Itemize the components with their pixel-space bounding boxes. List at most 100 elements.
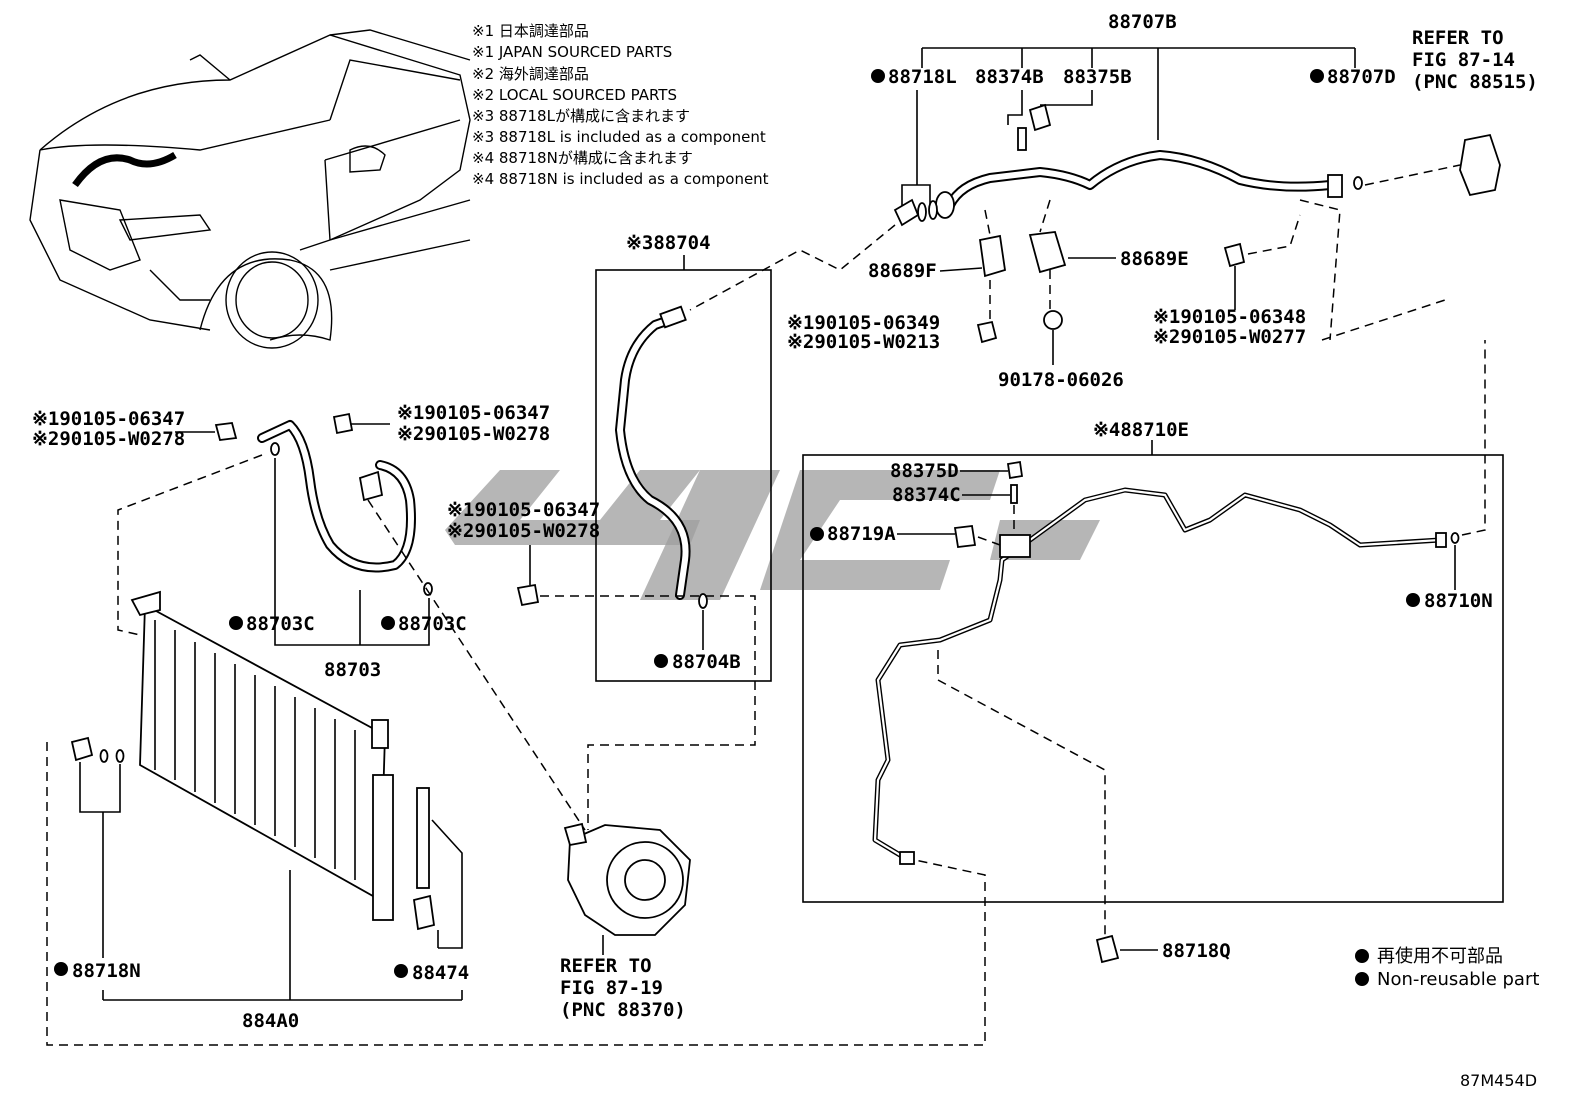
label-bolt-4-japan[interactable]: ※190105-06347 — [32, 408, 185, 430]
refer-fig-87-19-line2[interactable]: FIG 87-19 — [560, 977, 663, 999]
label-88374b[interactable]: 88374B — [975, 66, 1044, 88]
note-4: ※2 LOCAL SOURCED PARTS — [472, 86, 677, 104]
vehicle-illustration — [29, 29, 471, 349]
non-reusable-marker — [871, 69, 885, 83]
liquid-tube-box: ※488710E 88710N 88375D 88374C 88719A — [802, 340, 1504, 938]
bolt-part — [332, 412, 354, 435]
part-88718q-group: 88718Q — [1095, 934, 1231, 964]
label-88718n[interactable]: 88718N — [72, 960, 141, 982]
label-88474[interactable]: 88474 — [412, 962, 469, 984]
condenser-group: 88718N 88474 884A0 — [46, 590, 986, 1046]
note-5: ※3 88718Lが構成に含まれます — [472, 107, 690, 125]
note-2: ※1 JAPAN SOURCED PARTS — [472, 43, 672, 61]
legend-marker — [1355, 972, 1369, 986]
non-reusable-marker — [654, 654, 668, 668]
receiver-part — [1459, 133, 1501, 197]
label-884a0[interactable]: 884A0 — [242, 1010, 299, 1032]
discharge-hose-group: 88707B 88718L 88374B 88375B 88707D REFER… — [787, 11, 1538, 391]
label-88718l[interactable]: 88718L — [888, 66, 957, 88]
non-reusable-marker — [381, 616, 395, 630]
clip-part — [893, 198, 920, 227]
pressure-sensor-part — [953, 525, 977, 548]
label-88689f[interactable]: 88689F — [868, 260, 937, 282]
label-88703[interactable]: 88703 — [324, 659, 381, 681]
legend: 再使用不可部品 Non-reusable part — [1355, 946, 1539, 990]
o-ring-part — [115, 749, 125, 763]
bracket-88689f — [978, 234, 1007, 278]
label-88707b[interactable]: 88707B — [1108, 11, 1177, 33]
hose-fitting — [358, 470, 384, 502]
non-reusable-marker — [394, 964, 408, 978]
tube-fitting — [1435, 532, 1447, 548]
refer-fig-87-19-line1[interactable]: REFER TO — [560, 955, 652, 977]
figure-id: 87M454D — [1460, 1071, 1537, 1090]
compressor-group: REFER TO FIG 87-19 (PNC 88370) — [560, 822, 691, 1021]
valve-core-part — [1010, 484, 1018, 504]
suction-hose-box: ※388704 88704B — [540, 232, 772, 830]
valve-cap-part — [1028, 103, 1052, 132]
legend-marker — [1355, 949, 1369, 963]
label-88703c-a[interactable]: 88703C — [246, 613, 315, 635]
label-bolt-1-local[interactable]: ※290105-W0213 — [787, 331, 940, 353]
bolt-part — [976, 320, 998, 344]
label-88719a[interactable]: 88719A — [827, 523, 896, 545]
bolt-part — [1223, 242, 1246, 268]
o-ring-part — [917, 202, 927, 222]
desiccant-part — [416, 787, 430, 889]
notes-block: ※1 日本調達部品 ※1 JAPAN SOURCED PARTS ※2 海外調達… — [472, 22, 769, 188]
label-88689e[interactable]: 88689E — [1120, 248, 1189, 270]
bolt-3-group: ※190105-06347 ※290105-W0278 — [447, 499, 600, 607]
clip-part — [1095, 934, 1120, 964]
hose-fitting — [659, 305, 687, 329]
label-88707d[interactable]: 88707D — [1327, 66, 1396, 88]
o-ring-part — [928, 200, 938, 220]
refer-fig-87-14-line3[interactable]: (PNC 88515) — [1412, 71, 1538, 93]
hose-end — [935, 191, 955, 219]
filter-cap-part — [412, 894, 436, 931]
label-88375b[interactable]: 88375B — [1063, 66, 1132, 88]
non-reusable-marker — [1310, 69, 1324, 83]
non-reusable-marker — [54, 962, 68, 976]
o-ring-part — [423, 582, 433, 596]
label-88704b[interactable]: 88704B — [672, 651, 741, 673]
refer-fig-87-19-line3[interactable]: (PNC 88370) — [560, 999, 686, 1021]
label-bolt-5-local[interactable]: ※290105-W0278 — [397, 423, 550, 445]
label-bolt-4-local[interactable]: ※290105-W0278 — [32, 428, 185, 450]
label-88718q[interactable]: 88718Q — [1162, 940, 1231, 962]
note-3: ※2 海外調達部品 — [472, 65, 589, 83]
o-ring-part — [1353, 176, 1363, 190]
condenser-bracket — [130, 590, 161, 617]
label-bolt-1-japan[interactable]: ※190105-06349 — [787, 312, 940, 334]
compressor-hub — [624, 859, 666, 901]
legend-jp: 再使用不可部品 — [1377, 946, 1503, 967]
liquid-hose-group: ※190105-06347 ※290105-W0278 ※190105-0634… — [32, 402, 586, 831]
label-88710e[interactable]: ※488710E — [1093, 419, 1189, 441]
note-7: ※4 88718Nが構成に含まれます — [472, 149, 693, 167]
label-88704[interactable]: ※388704 — [626, 232, 711, 254]
label-88374c[interactable]: 88374C — [892, 484, 961, 506]
label-88703c-b[interactable]: 88703C — [398, 613, 467, 635]
non-reusable-marker — [229, 616, 243, 630]
label-bolt-3-japan[interactable]: ※190105-06347 — [447, 499, 600, 521]
label-bolt-5-japan[interactable]: ※190105-06347 — [397, 402, 550, 424]
label-bolt-2-japan[interactable]: ※190105-06348 — [1153, 306, 1306, 328]
label-90178-06026[interactable]: 90178-06026 — [998, 369, 1124, 391]
refer-fig-87-14-line2[interactable]: FIG 87-14 — [1412, 49, 1515, 71]
note-6: ※3 88718L is included as a component — [472, 128, 766, 146]
label-88375d[interactable]: 88375D — [890, 460, 959, 482]
compressor-fitting — [563, 822, 588, 847]
clip-part — [70, 736, 94, 762]
label-88710n[interactable]: 88710N — [1424, 590, 1493, 612]
note-8: ※4 88718N is included as a component — [472, 170, 769, 188]
o-ring-part — [99, 749, 109, 763]
valve-cap-part — [1006, 460, 1024, 480]
receiver-tank — [372, 774, 394, 921]
label-bolt-3-local[interactable]: ※290105-W0278 — [447, 520, 600, 542]
label-bolt-2-local[interactable]: ※290105-W0277 — [1153, 326, 1306, 348]
tube-fitting — [899, 851, 915, 865]
o-ring-part — [698, 593, 708, 609]
non-reusable-marker — [1406, 593, 1420, 607]
refer-fig-87-14-line1[interactable]: REFER TO — [1412, 27, 1504, 49]
o-ring-part — [270, 442, 280, 456]
